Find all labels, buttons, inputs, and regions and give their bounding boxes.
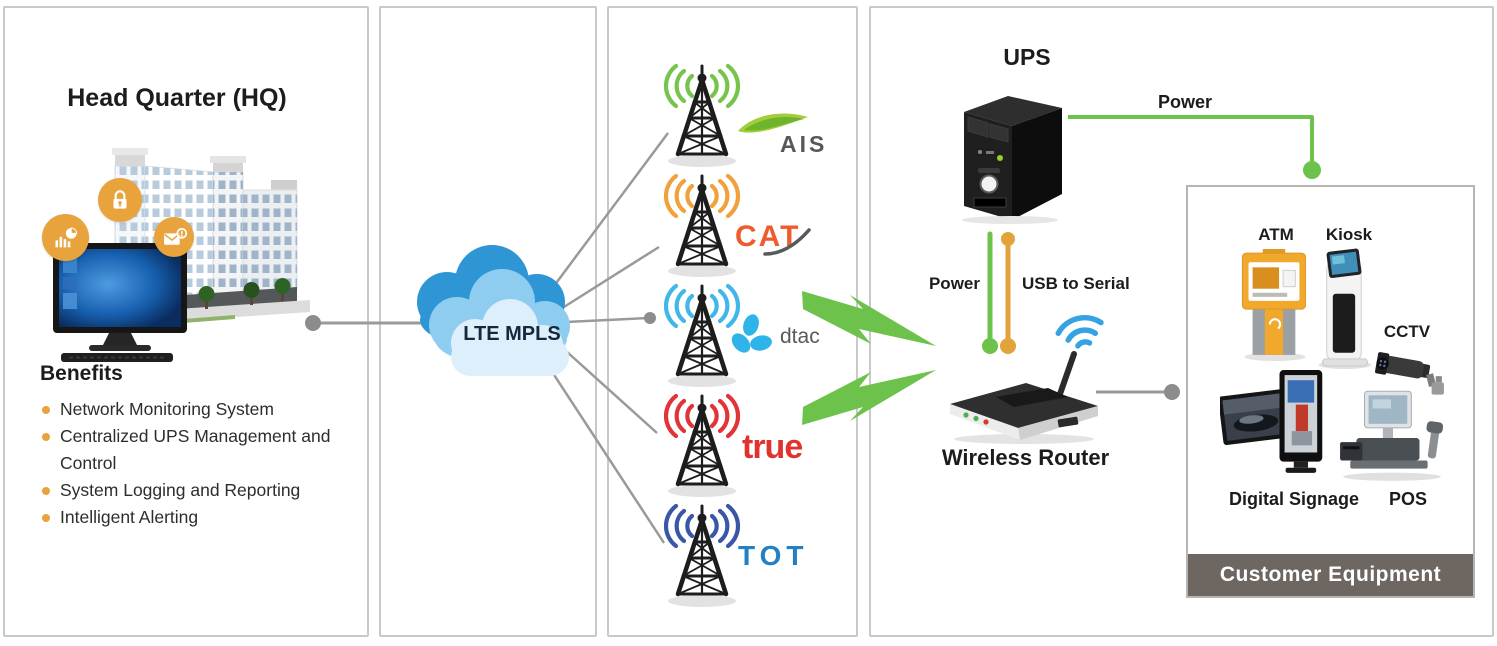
dtac-logo: dtac <box>728 312 848 364</box>
ais-logo: AIS <box>738 105 848 165</box>
power-line-label: Power <box>1157 92 1213 112</box>
power-cable-label: Power <box>928 274 980 293</box>
benefits-heading: Benefits <box>40 362 123 385</box>
benefit-item: Centralized UPS Management and Control <box>36 423 340 477</box>
benefit-item: Intelligent Alerting <box>36 504 340 531</box>
customer-equipment-banner: Customer Equipment <box>1188 554 1473 596</box>
cell-tower-icon <box>663 393 741 497</box>
digital-signage-label: Digital Signage <box>1228 489 1360 509</box>
benefit-item: System Logging and Reporting <box>36 477 340 504</box>
atm-label: ATM <box>1258 225 1294 244</box>
alerting-badge <box>154 217 194 257</box>
kiosk-machine <box>1318 248 1372 369</box>
cloud-label: LTE MPLS <box>463 323 561 345</box>
security-badge <box>98 178 142 222</box>
wireless-router-device <box>950 351 1098 444</box>
pos-terminal <box>1340 390 1444 481</box>
kiosk-label: Kiosk <box>1325 225 1373 244</box>
customer-equipment-box: ATM Kiosk CCTV <box>1186 185 1475 598</box>
cctv-label: CCTV <box>1383 322 1431 341</box>
atm-machine <box>1241 249 1307 361</box>
cat-logo: CAT <box>735 218 850 263</box>
cell-tower-icon <box>663 283 741 387</box>
ais-swoosh-icon <box>738 113 808 133</box>
dtac-logo-text: dtac <box>780 325 820 348</box>
router-label: Wireless Router <box>941 445 1110 470</box>
reporting-badge <box>42 214 89 261</box>
tot-logo: TOT <box>738 538 848 583</box>
cell-tower-icon <box>663 503 741 607</box>
cloud-icon <box>417 245 570 376</box>
cctv-camera <box>1375 352 1444 395</box>
true-logo-text: true <box>742 428 803 466</box>
digital-signage <box>1220 370 1323 473</box>
lock-icon <box>113 190 127 209</box>
cell-tower-icon <box>663 63 741 167</box>
ups-label: UPS <box>1003 44 1051 70</box>
dtac-trefoil-icon <box>731 314 772 353</box>
true-logo: true <box>742 428 847 480</box>
wifi-icon <box>1055 314 1104 349</box>
hq-title: Head Quarter (HQ) <box>67 84 287 112</box>
cell-tower-icon <box>663 173 741 277</box>
monitoring-computer-illustration <box>53 243 187 362</box>
usb-serial-label: USB to Serial <box>1022 274 1130 293</box>
benefits-list: Network Monitoring System Centralized UP… <box>36 396 340 531</box>
pos-label: POS <box>1388 489 1427 509</box>
tot-logo-text: TOT <box>738 540 809 571</box>
mail-alert-icon <box>163 227 187 245</box>
benefit-item: Network Monitoring System <box>36 396 340 423</box>
bar-chart-pie-icon <box>55 226 77 247</box>
cat-swoosh-icon <box>763 228 811 256</box>
ups-device <box>962 96 1062 224</box>
ais-logo-text: AIS <box>780 131 828 157</box>
